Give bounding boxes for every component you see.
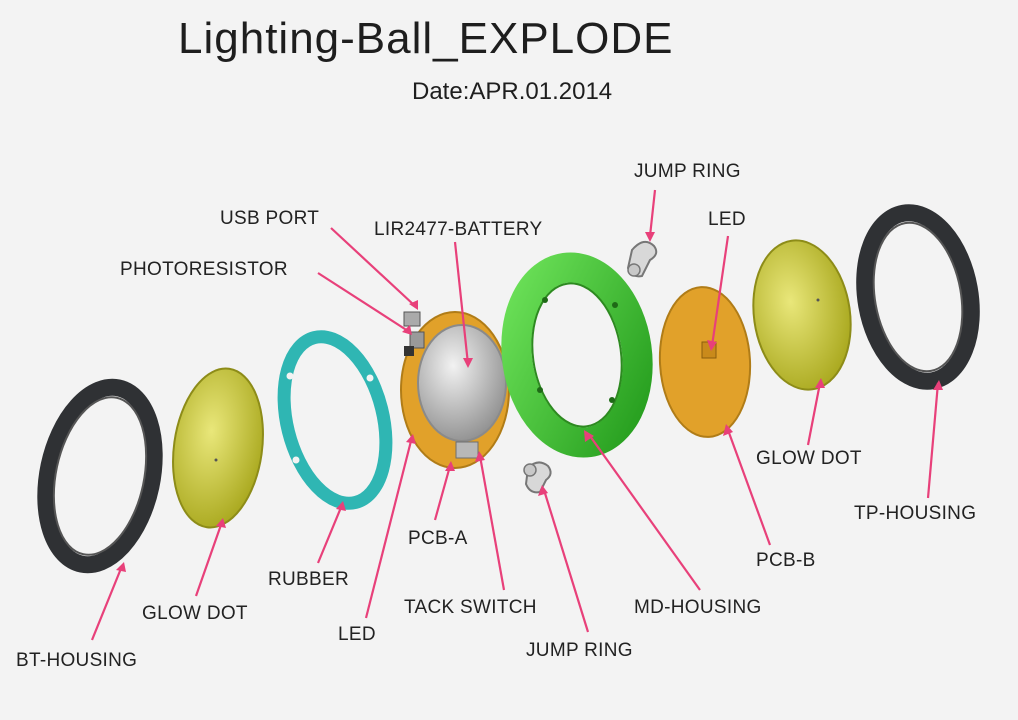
leader-pcb-b bbox=[726, 429, 772, 546]
label-glow-dot-right: GLOW DOT bbox=[756, 448, 862, 469]
label-jump-ring-top: JUMP RING bbox=[634, 161, 741, 182]
diagram-date: Date:APR.01.2014 bbox=[412, 78, 613, 105]
label-md-housing: MD-HOUSING bbox=[634, 597, 762, 618]
label-photoresistor: PHOTORESISTOR bbox=[120, 259, 288, 280]
leader-tp-housing bbox=[926, 382, 940, 499]
leader-lines bbox=[90, 189, 943, 641]
leader-md-housing bbox=[589, 435, 701, 591]
glow-dot-right-disc bbox=[752, 239, 852, 391]
leader-jump-ring-bottom bbox=[542, 489, 590, 633]
label-jump-ring-bottom: JUMP RING bbox=[526, 640, 633, 661]
label-bt-housing: BT-HOUSING bbox=[16, 650, 138, 671]
label-tp-housing: TP-HOUSING bbox=[854, 503, 977, 524]
jump-ring-top-clip bbox=[626, 240, 658, 278]
leader-bt-housing bbox=[90, 565, 124, 641]
label-battery: LIR2477-BATTERY bbox=[374, 219, 543, 240]
bt-housing-ring bbox=[37, 378, 163, 574]
leader-tack-switch bbox=[478, 455, 506, 591]
leader-battery bbox=[453, 241, 470, 365]
label-pcb-b: PCB-B bbox=[756, 550, 816, 571]
label-led-bottom: LED bbox=[338, 624, 376, 645]
label-tack-switch: TACK SWITCH bbox=[404, 597, 537, 618]
glow-dot-left-disc bbox=[172, 367, 264, 529]
leader-glow-dot-right bbox=[806, 382, 822, 446]
leader-usb-port bbox=[330, 227, 415, 306]
pcb-b-disc bbox=[658, 286, 752, 438]
label-glow-dot-left: GLOW DOT bbox=[142, 603, 248, 624]
md-housing-ring bbox=[501, 252, 653, 458]
label-pcb-a: PCB-A bbox=[408, 528, 468, 549]
label-led-top: LED bbox=[708, 209, 746, 230]
leader-photoresistor bbox=[317, 272, 409, 332]
leader-rubber bbox=[316, 504, 344, 564]
leader-jump-ring-top bbox=[648, 189, 657, 237]
diagram-title: Lighting-Ball_EXPLODE bbox=[178, 14, 674, 63]
leader-led-top bbox=[710, 235, 730, 347]
leader-glow-dot-left bbox=[194, 521, 224, 597]
leader-pcb-a bbox=[433, 465, 452, 521]
rubber-ring bbox=[277, 330, 393, 510]
jump-ring-bottom-clip bbox=[523, 461, 552, 494]
pcb-a-assembly bbox=[400, 311, 510, 469]
leader-led-bottom bbox=[364, 436, 414, 619]
tp-housing-ring bbox=[856, 204, 980, 390]
label-rubber: RUBBER bbox=[268, 569, 349, 590]
label-usb-port: USB PORT bbox=[220, 208, 320, 229]
